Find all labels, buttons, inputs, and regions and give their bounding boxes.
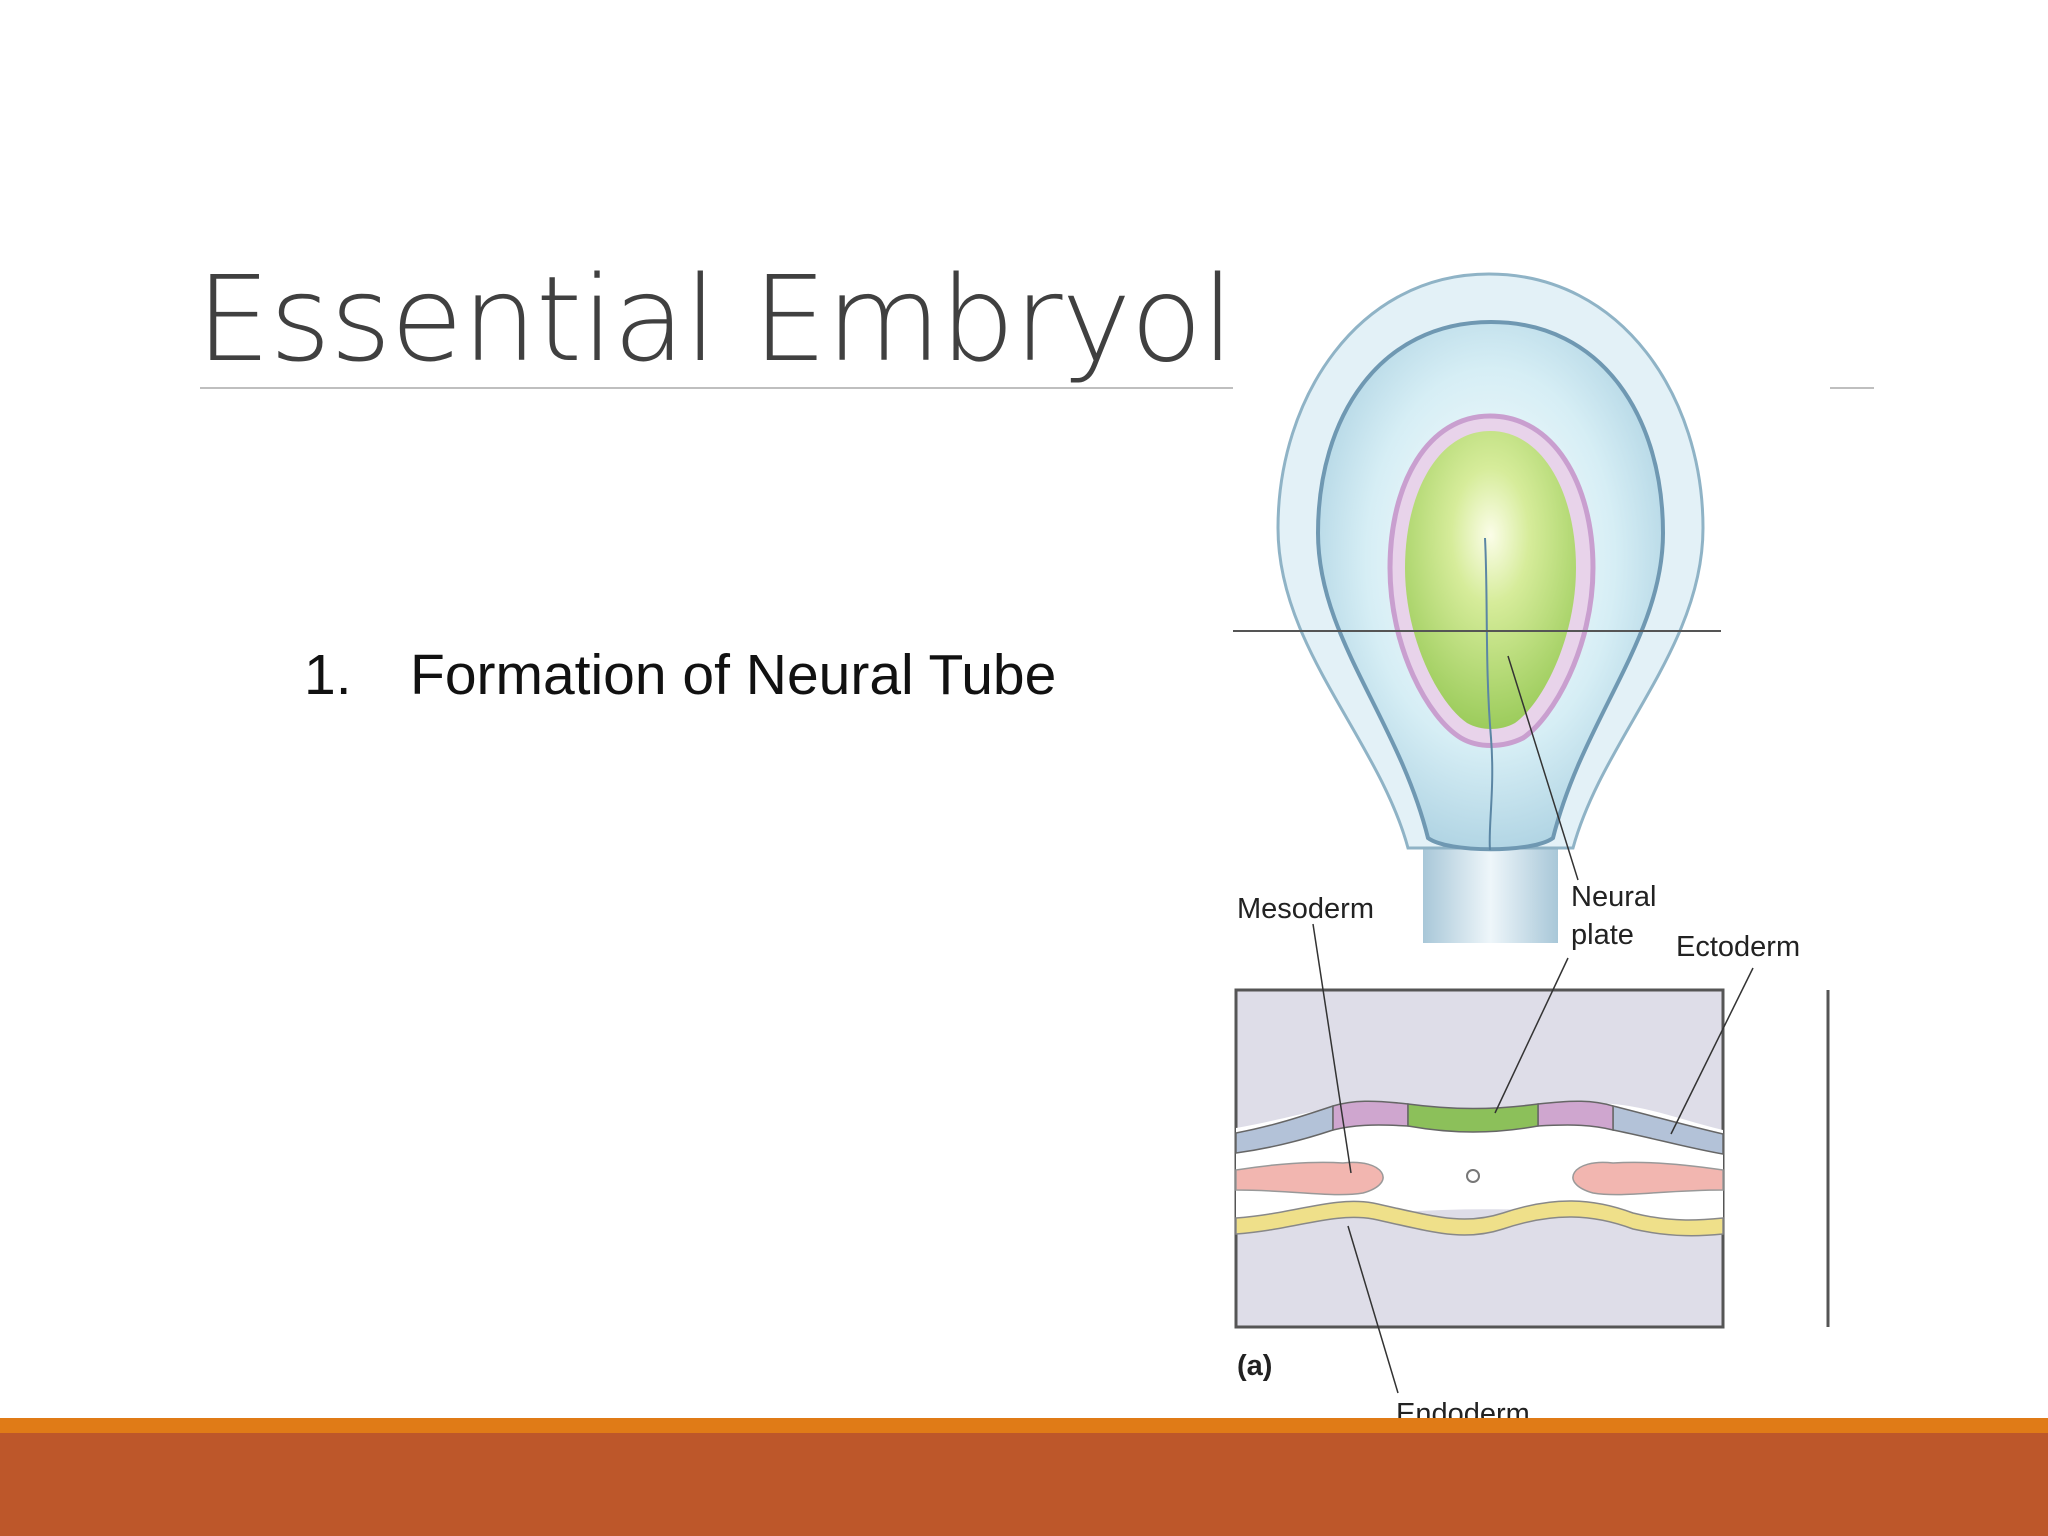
footer-bar — [0, 1433, 2048, 1536]
leader-endoderm — [1347, 1225, 1399, 1394]
mesoderm-left — [1235, 1161, 1384, 1196]
embryo-figure: Mesoderm Neural plate Ectoderm Endoderm … — [1233, 268, 1830, 1432]
footer-accent-stripe — [0, 1418, 2048, 1433]
ectoderm-right — [1612, 1105, 1724, 1155]
label-neural-plate-line1: Neural — [1571, 881, 1656, 913]
neural-plate-diagram: Mesoderm Neural plate Ectoderm Endoderm … — [1233, 272, 1830, 1430]
embryo-stalk — [1423, 823, 1558, 943]
leader-mesoderm — [1312, 923, 1352, 1174]
leader-neural-plate-top — [1507, 655, 1579, 881]
label-mesoderm: Mesoderm — [1237, 893, 1374, 925]
mesoderm-right — [1572, 1161, 1724, 1196]
leader-neural-plate-bottom — [1494, 957, 1569, 1114]
bullet-number: 1. — [304, 643, 352, 707]
label-ectoderm: Ectoderm — [1676, 931, 1800, 963]
neural-groove — [1484, 537, 1494, 851]
fold-right — [1537, 1100, 1614, 1131]
label-panel-a: (a) — [1237, 1350, 1272, 1382]
embryo-cavity — [1236, 1103, 1723, 1228]
neural-plate — [1405, 431, 1576, 729]
cross-neural-plate — [1407, 1103, 1539, 1133]
leader-ectoderm — [1670, 967, 1754, 1135]
notochord — [1466, 1169, 1480, 1183]
label-neural-plate-line2: plate — [1571, 919, 1634, 951]
bullet-item: 1. Formation of Neural Tube — [304, 642, 1056, 708]
title-underline — [200, 387, 1874, 389]
bullet-text: Formation of Neural Tube — [410, 643, 1057, 707]
endoderm-layer — [1235, 1200, 1724, 1237]
